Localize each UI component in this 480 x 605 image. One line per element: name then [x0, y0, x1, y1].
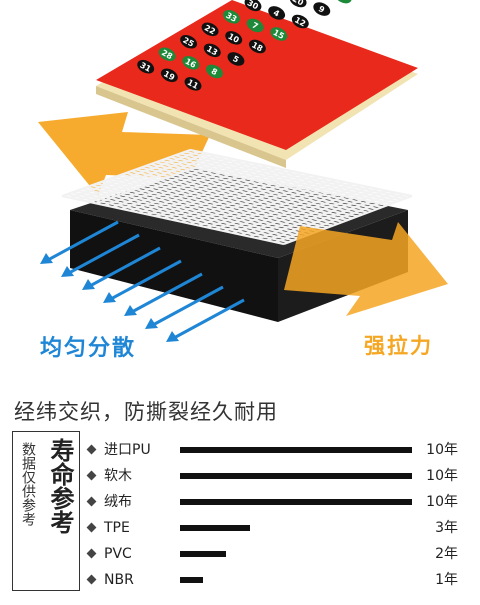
- material-name: NBR: [104, 572, 134, 588]
- number-chip-label: 5: [231, 54, 241, 65]
- lifespan-bar: [180, 551, 227, 557]
- material-name: TPE: [104, 520, 130, 536]
- even-dispersion-label: 均匀分散: [40, 336, 137, 361]
- number-chip-label: 8: [210, 67, 220, 78]
- number-chip: [264, 0, 286, 1]
- lifespan-bar: [180, 525, 250, 531]
- bullet-icon: [86, 574, 97, 585]
- number-chip: [248, 39, 266, 54]
- lifespan-years: 2年: [435, 546, 458, 562]
- lifespan-bar: [180, 499, 412, 505]
- lifespan-bar: [180, 473, 412, 479]
- blue-arrow-shaft: [150, 285, 224, 328]
- lifespan-row: NBR 1年: [86, 570, 468, 590]
- blue-arrow-head: [145, 318, 158, 329]
- lifespan-years: 3年: [435, 520, 458, 536]
- lifespan-bar: [180, 577, 204, 583]
- bullet-icon: [86, 496, 97, 507]
- blue-arrow-head: [166, 331, 179, 342]
- material-name: PVC: [104, 546, 132, 562]
- number-chip: [184, 77, 202, 91]
- number-chip: [137, 59, 155, 74]
- reference-note: 数据仅供参考: [20, 442, 36, 526]
- blue-arrow-head: [124, 305, 137, 316]
- even-dispersion-arrows: [40, 220, 245, 342]
- number-chip: [180, 35, 198, 49]
- material-name: 进口PU: [104, 442, 151, 458]
- number-chip: [313, 2, 331, 16]
- strong-tension-arrow-right: [284, 222, 448, 316]
- number-chip: [203, 43, 221, 58]
- lifespan-row: 进口PU 10年: [86, 440, 468, 460]
- number-chip: [223, 10, 240, 24]
- number-chip: [201, 22, 219, 37]
- number-chip-label: 30: [246, 0, 260, 12]
- blue-arrow-head: [40, 253, 53, 264]
- number-chip: [225, 31, 243, 45]
- bullet-icon: [86, 470, 97, 481]
- number-chip: [227, 52, 245, 66]
- number-chip: [160, 68, 178, 83]
- number-chip: [289, 0, 307, 8]
- number-chip: [246, 18, 264, 33]
- blue-arrow-shaft: [108, 259, 182, 302]
- lifespan-row: 软木 10年: [86, 466, 468, 486]
- lifespan-reference-box: 数据仅供参考 寿命参考: [12, 431, 80, 591]
- number-chip-label: 6: [338, 0, 348, 3]
- lifespan-years: 10年: [426, 468, 458, 484]
- number-chip-label: 4: [272, 8, 282, 19]
- blue-arrow-head: [82, 279, 95, 290]
- lifespan-row: TPE 3年: [86, 518, 468, 538]
- material-name: 绒布: [104, 494, 132, 510]
- bullet-icon: [86, 548, 97, 559]
- number-chip: [268, 6, 286, 20]
- blue-arrow-shaft: [171, 298, 245, 341]
- roulette-number-grid: 3128252233302724211916131074201714118518…: [137, 0, 352, 91]
- material-name: 软木: [104, 468, 132, 484]
- reference-title: 寿命参考: [46, 438, 74, 534]
- fiber-grid: [61, 148, 413, 246]
- number-chip: [182, 56, 200, 70]
- number-chip: [206, 64, 223, 79]
- lifespan-bar: [180, 447, 412, 453]
- felt-board: [96, 0, 418, 150]
- bullet-icon: [86, 444, 97, 455]
- headline: 经纬交织，防撕裂经久耐用: [14, 400, 278, 424]
- bullet-icon: [86, 522, 97, 533]
- lifespan-years: 10年: [426, 442, 458, 458]
- number-chip: [291, 14, 309, 29]
- lifespan-years: 10年: [426, 494, 458, 510]
- number-chip: [270, 27, 288, 41]
- layer-illustration: 3128252233302724211916131074201714118518…: [38, 0, 448, 342]
- lifespan-years: 1年: [435, 572, 458, 588]
- blue-arrow-shaft: [66, 233, 140, 276]
- number-chip: [158, 47, 176, 62]
- lifespan-row: PVC 2年: [86, 544, 468, 564]
- number-chip-label: 20: [291, 0, 305, 8]
- strong-tension-label: 强拉力: [364, 334, 433, 358]
- number-chip: [244, 0, 262, 12]
- number-chip-label: 9: [317, 4, 327, 15]
- blue-arrow-head: [61, 266, 74, 277]
- blue-arrow-shaft: [87, 246, 161, 289]
- blue-arrow-head: [103, 292, 116, 303]
- blue-arrow-shaft: [45, 220, 119, 263]
- blue-arrow-shaft: [129, 272, 203, 315]
- number-chip-label: 7: [250, 21, 259, 32]
- lifespan-row: 绒布 10年: [86, 492, 468, 512]
